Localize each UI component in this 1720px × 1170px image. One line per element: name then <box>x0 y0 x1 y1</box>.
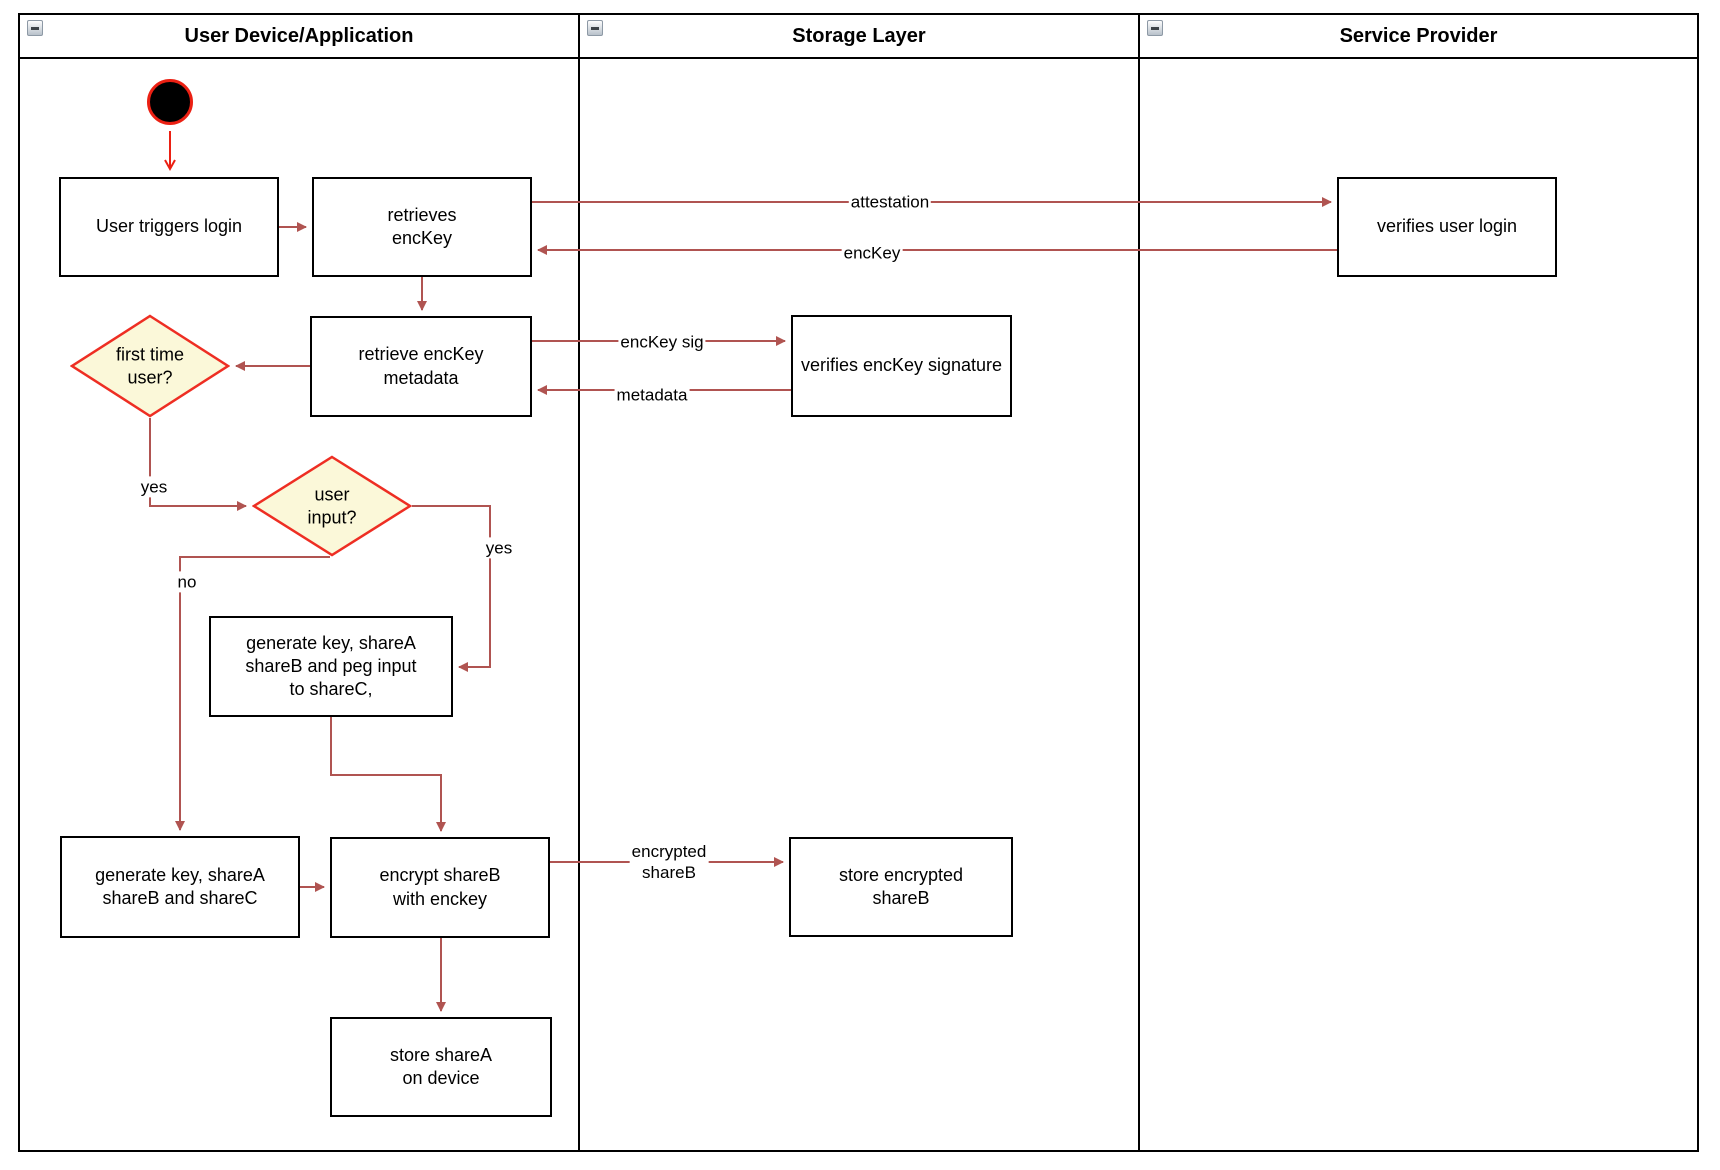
node-generate-key-peg-input[interactable]: generate key, shareA shareB and peg inpu… <box>209 616 453 717</box>
lane-title-user-device: User Device/Application <box>184 24 414 47</box>
node-user-triggers-login[interactable]: User triggers login <box>59 177 279 277</box>
swimlane-header-storage-layer: Storage Layer <box>580 15 1138 59</box>
collapse-icon[interactable] <box>587 20 603 36</box>
edge-label-no-user-input: no <box>175 571 199 593</box>
edge-label-attestation: attestation <box>848 191 932 213</box>
node-encrypt-shareb[interactable]: encrypt shareB with enckey <box>330 837 550 938</box>
edge-label-metadata: metadata <box>614 384 690 406</box>
swimlane-header-service-provider: Service Provider <box>1140 15 1697 59</box>
node-retrieves-enckey[interactable]: retrieves encKey <box>312 177 532 277</box>
swimlane-header-user-device: User Device/Application <box>20 15 578 59</box>
node-generate-key-abc[interactable]: generate key, shareA shareB and shareC <box>60 836 300 938</box>
node-verifies-user-login[interactable]: verifies user login <box>1337 177 1557 277</box>
node-store-sharea-on-device[interactable]: store shareA on device <box>330 1017 552 1117</box>
lane-title-service-provider: Service Provider <box>1339 24 1498 47</box>
diamond-shape <box>70 314 230 418</box>
node-retrieve-enckey-metadata[interactable]: retrieve encKey metadata <box>310 316 532 417</box>
edge-label-encrypted-shareb: encrypted shareB <box>629 840 709 884</box>
diamond-shape <box>252 455 412 557</box>
initial-state-node[interactable] <box>147 79 193 125</box>
node-verifies-enckey-signature[interactable]: verifies encKey signature <box>791 315 1012 417</box>
node-store-encrypted-shareb[interactable]: store encrypted shareB <box>789 837 1013 937</box>
collapse-icon[interactable] <box>1147 20 1163 36</box>
collapse-icon[interactable] <box>27 20 43 36</box>
lane-title-storage-layer: Storage Layer <box>792 24 926 47</box>
swimlane-service-provider: Service Provider <box>1138 13 1699 1152</box>
edge-label-yes-user-input: yes <box>483 537 515 559</box>
decision-user-input[interactable]: user input? <box>252 455 412 557</box>
edge-label-enckey: encKey <box>841 242 903 264</box>
swimlane-storage-layer: Storage Layer <box>578 13 1140 1152</box>
decision-first-time-user[interactable]: first time user? <box>70 314 230 418</box>
edge-label-yes-first-time: yes <box>138 476 170 498</box>
edge-label-enckey-sig: encKey sig <box>618 331 706 353</box>
